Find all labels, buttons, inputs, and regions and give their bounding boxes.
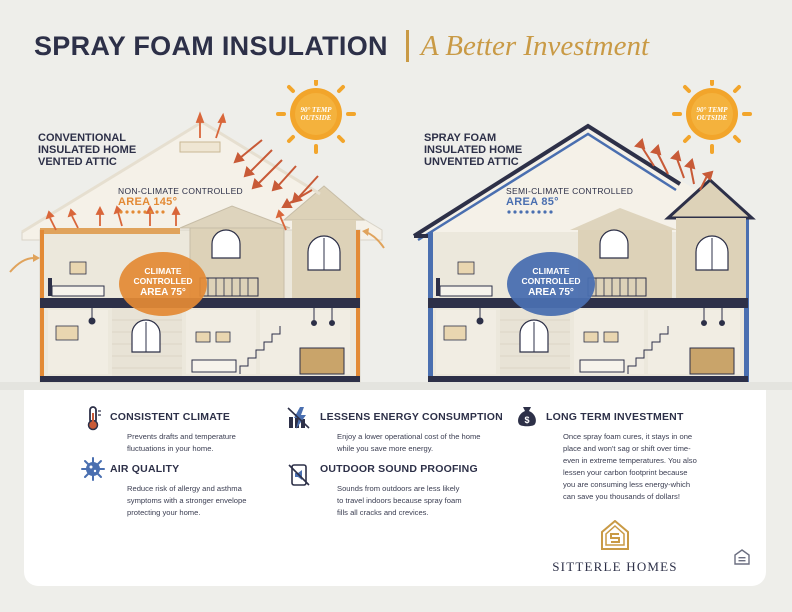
feature-sound-proofing: OUTDOOR SOUND PROOFING Sounds from outdo… <box>320 463 478 517</box>
title-divider <box>405 30 409 62</box>
feature-lessens-energy: LESSENS ENERGY CONSUMPTION Enjoy a lower… <box>320 411 503 453</box>
money-bag-icon: $ <box>518 407 536 427</box>
left-sun-icon <box>276 76 356 154</box>
benefits-card <box>24 390 766 586</box>
left-house-label: CONVENTIONAL INSULATED HOME VENTED ATTIC <box>38 132 137 168</box>
right-climate-bubble <box>507 252 595 316</box>
house-comparison-scene: CONVENTIONAL INSULATED HOME VENTED ATTIC… <box>0 76 792 390</box>
right-attic-zone: SEMI-CLIMATE CONTROLLED <box>506 186 634 196</box>
brand-block: SITTERLE HOMES <box>530 519 700 575</box>
house-logo-icon <box>601 519 629 550</box>
left-sun-text: 90° TEMP OUTSIDE <box>300 106 332 122</box>
right-attic-area: AREA 85° <box>506 196 559 208</box>
equal-housing-icon <box>734 549 750 565</box>
right-house-label: SPRAY FOAM INSULATED HOME UNVENTED ATTIC <box>424 132 523 168</box>
feature-consistent-climate: CONSISTENT CLIMATE Prevents drafts and t… <box>110 411 236 453</box>
left-bubble-text: CLIMATE CONTROLLED AREA 75° <box>133 266 193 298</box>
right-sun-text: 90° TEMP OUTSIDE <box>696 106 728 122</box>
page-title: SPRAY FOAM INSULATION <box>34 30 388 61</box>
ground <box>0 382 792 390</box>
svg-text:$: $ <box>524 415 529 425</box>
page-subtitle: A Better Investment <box>420 29 650 62</box>
thermometer-icon <box>87 406 101 431</box>
virus-icon <box>81 457 105 481</box>
left-house <box>9 76 385 383</box>
energy-bolt-icon <box>287 407 310 429</box>
left-climate-bubble <box>119 252 207 316</box>
left-dots-divider <box>119 210 165 214</box>
right-bubble-text: CLIMATE CONTROLLED AREA 75° <box>521 266 581 298</box>
right-dots-divider <box>507 210 553 214</box>
left-attic-zone: NON-CLIMATE CONTROLLED <box>118 186 243 196</box>
houses-illustration <box>0 76 792 390</box>
right-sun-icon <box>672 76 752 154</box>
header: SPRAY FOAM INSULATION A Better Investmen… <box>34 26 649 66</box>
muted-speaker-icon <box>288 464 310 486</box>
feature-long-term-investment: LONG TERM INVESTMENT Once spray foam cur… <box>546 411 697 501</box>
right-house <box>412 76 756 382</box>
left-attic-area: AREA 145° <box>118 196 178 208</box>
feature-air-quality: AIR QUALITY Reduce risk of allergy and a… <box>110 463 247 517</box>
brand-name: SITTERLE HOMES <box>552 559 678 574</box>
